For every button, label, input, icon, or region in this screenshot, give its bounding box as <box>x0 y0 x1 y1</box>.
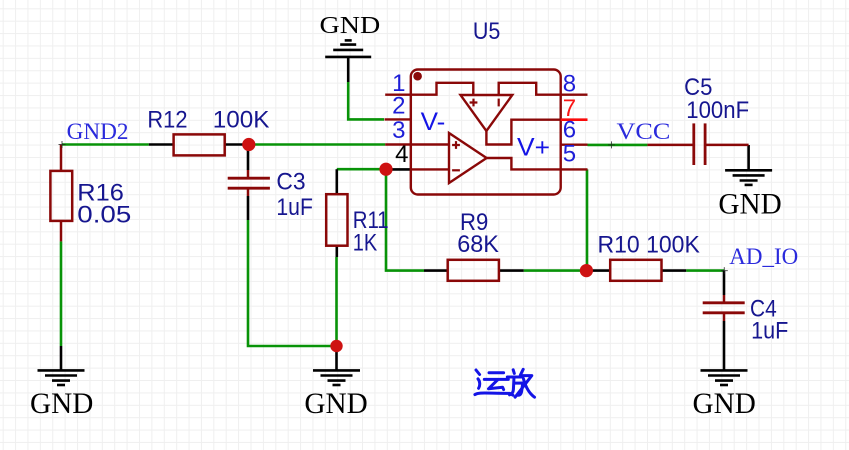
svg-text:GND: GND <box>30 387 93 420</box>
svg-text:4: 4 <box>395 141 408 168</box>
svg-text:GND: GND <box>718 187 781 220</box>
svg-text:AD_IO: AD_IO <box>729 244 798 270</box>
svg-text:6: 6 <box>563 117 576 144</box>
svg-text:C5: C5 <box>684 74 712 101</box>
svg-text:R9: R9 <box>460 209 488 236</box>
svg-text:R16: R16 <box>77 180 124 207</box>
svg-text:R12: R12 <box>147 107 187 134</box>
svg-text:100nF: 100nF <box>686 97 749 124</box>
svg-text:1K: 1K <box>353 229 378 256</box>
svg-text:GND: GND <box>693 387 756 420</box>
svg-text:7: 7 <box>563 95 576 122</box>
svg-text:1uF: 1uF <box>751 317 788 344</box>
svg-text:2: 2 <box>392 92 405 119</box>
svg-text:V-: V- <box>421 108 446 136</box>
svg-text:3: 3 <box>392 117 405 144</box>
svg-text:C3: C3 <box>276 169 305 196</box>
svg-text:1uF: 1uF <box>276 194 313 221</box>
svg-text:GND2: GND2 <box>67 119 129 145</box>
svg-text:GND: GND <box>320 13 381 39</box>
svg-text:0.05: 0.05 <box>77 201 131 228</box>
svg-text:68K: 68K <box>457 231 499 258</box>
svg-text:VCC: VCC <box>617 119 671 145</box>
svg-text:R11: R11 <box>353 207 389 234</box>
svg-text:8: 8 <box>563 71 576 98</box>
svg-text:GND: GND <box>304 387 367 420</box>
svg-text:5: 5 <box>563 141 576 168</box>
svg-text:1: 1 <box>392 70 405 97</box>
svg-text:U5: U5 <box>473 18 501 45</box>
svg-text:R10 100K: R10 100K <box>598 232 701 259</box>
svg-text:V+: V+ <box>517 133 550 161</box>
svg-text:C4: C4 <box>750 295 777 322</box>
svg-text:100K: 100K <box>213 107 270 134</box>
